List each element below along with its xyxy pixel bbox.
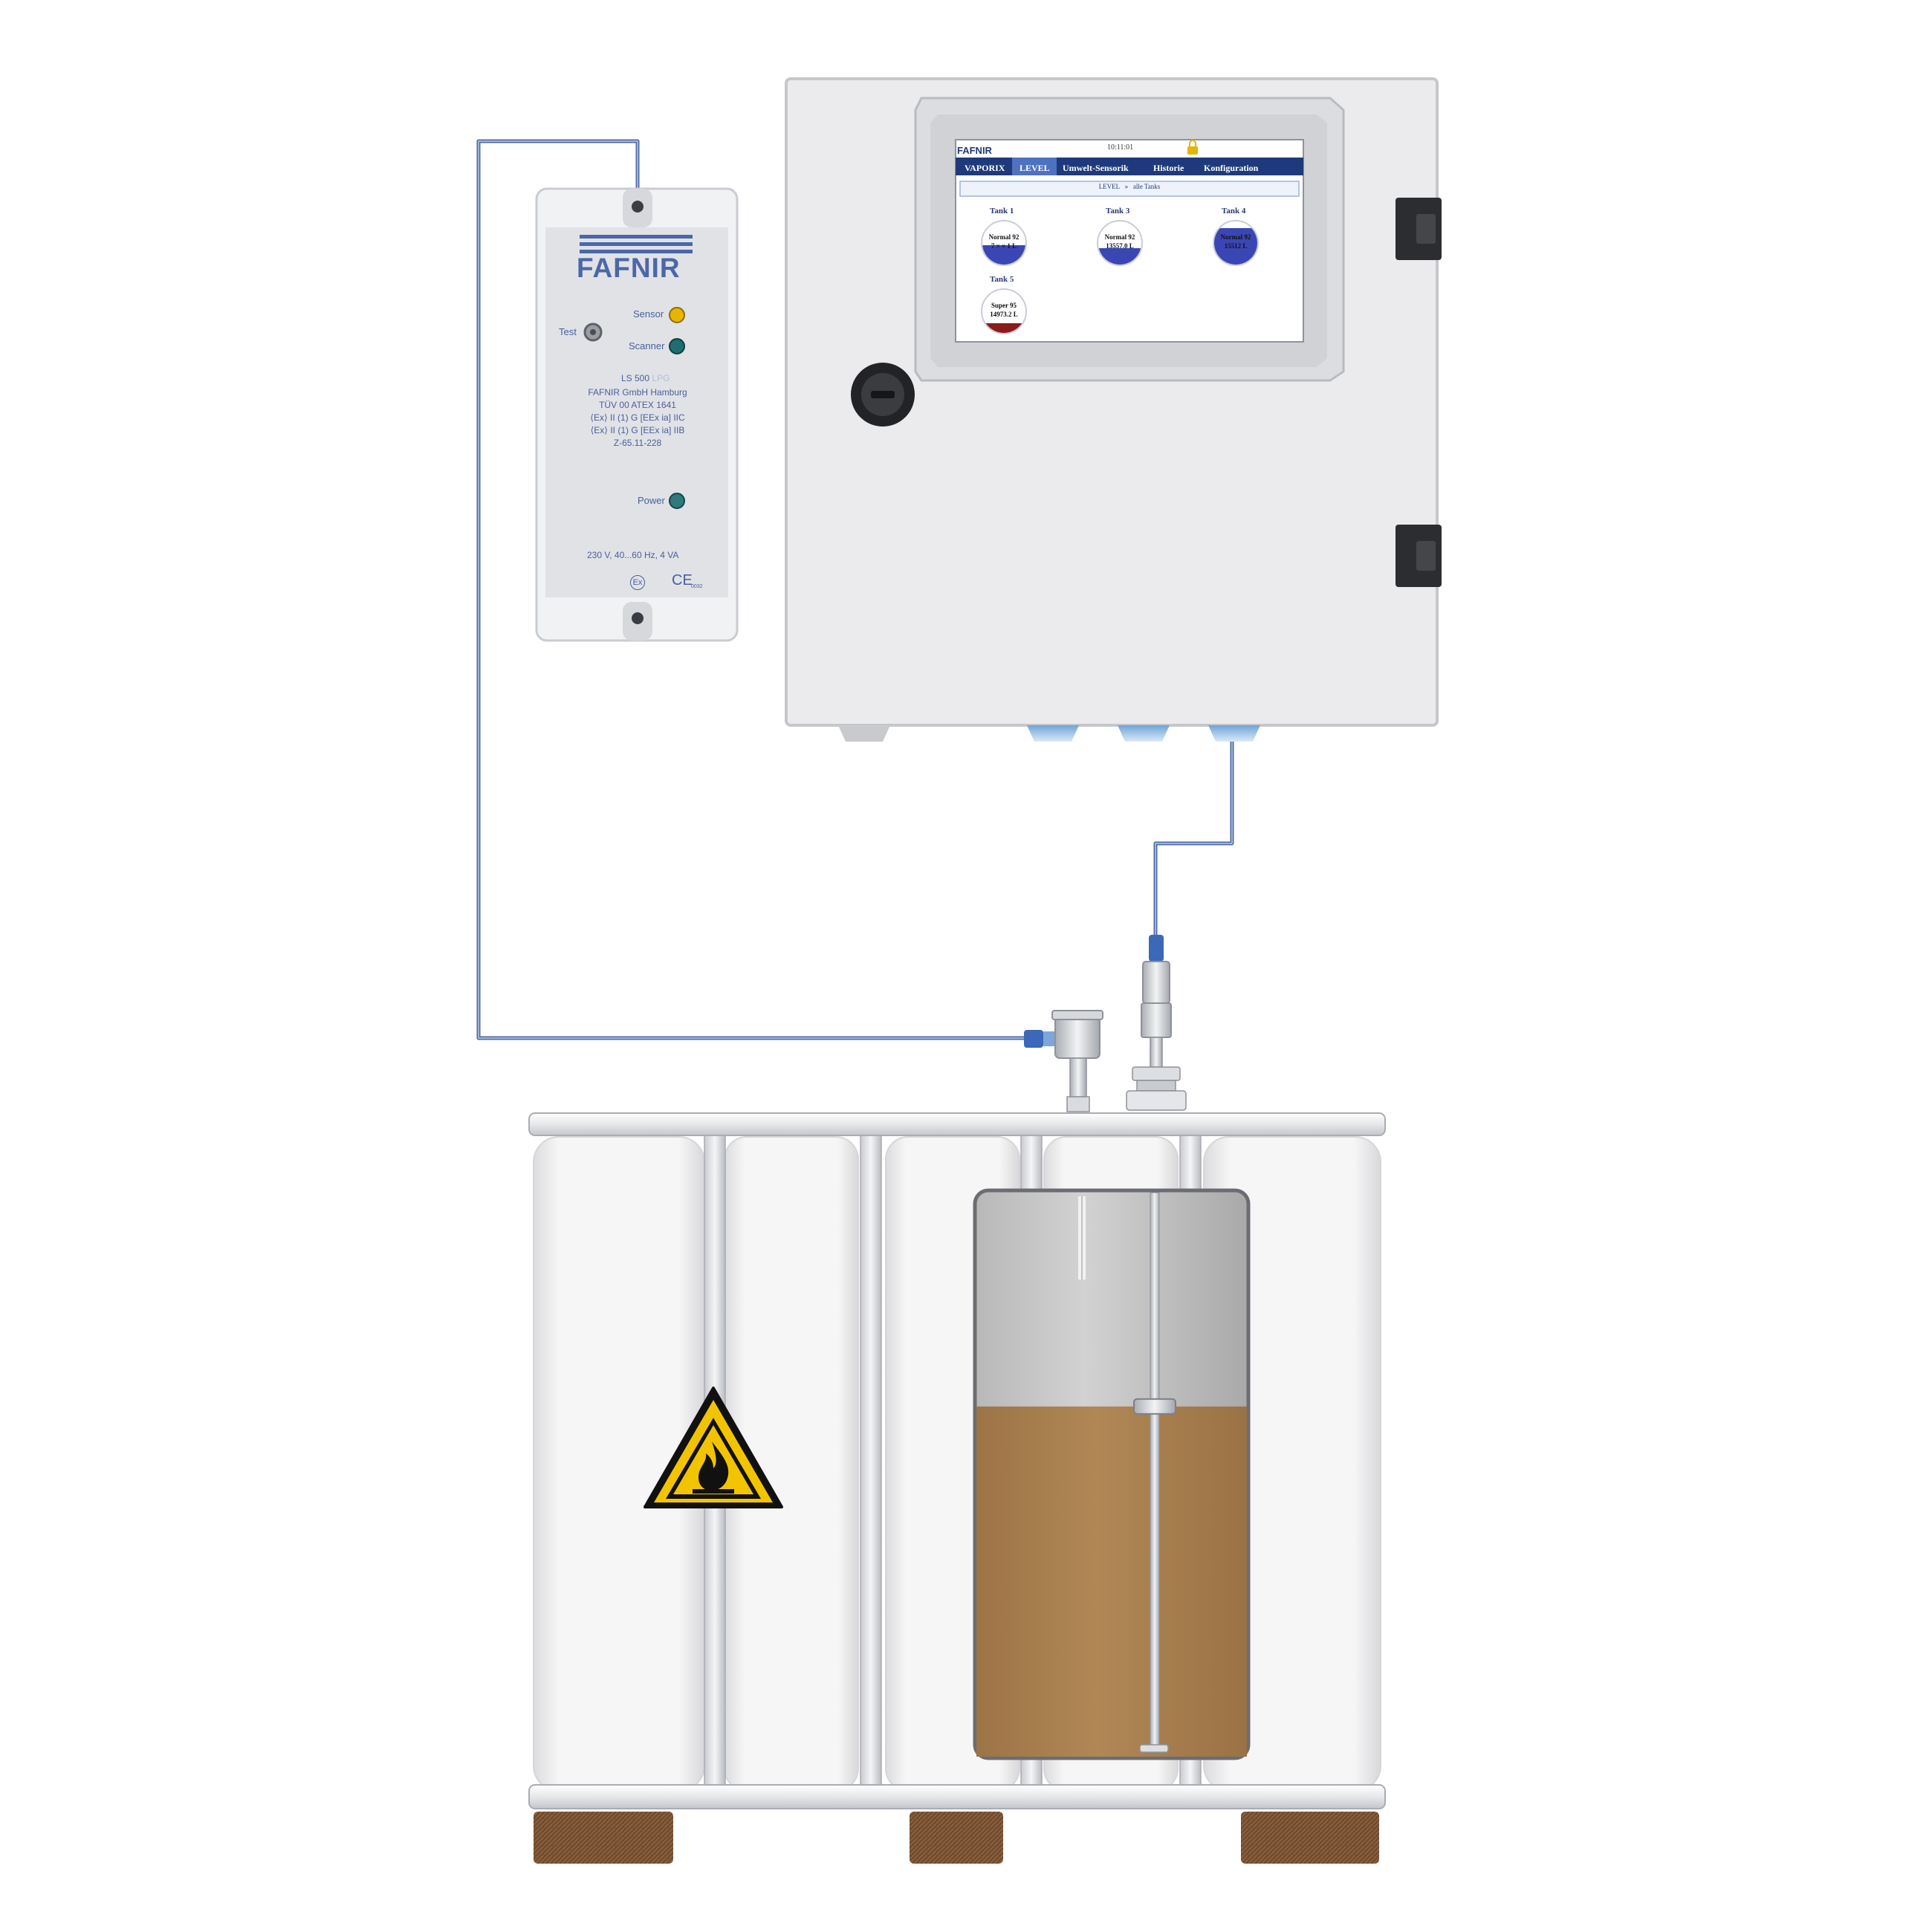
active-tab-highlight [1012, 158, 1057, 175]
sensor-led [669, 307, 685, 323]
tank-1-title: Tank 1 [990, 207, 1014, 215]
tank-3-volume: 13557.0 L [1106, 242, 1134, 250]
probe-float [1133, 1398, 1176, 1415]
tank-5-fill [982, 323, 1025, 333]
pallet-foot-right [1241, 1812, 1379, 1864]
flammable-warning-icon [644, 1387, 783, 1508]
info-line: ⟨Ex⟩ II (1) G [EEx ia] IIC [590, 412, 685, 423]
power-led [669, 493, 685, 509]
tab-level[interactable]: LEVEL [1020, 163, 1050, 173]
power-spec-label: 230 V, 40...60 Hz, 4 VA [587, 550, 679, 560]
tank-5-gauge[interactable]: Super 95 14973.2 L [981, 288, 1027, 334]
tank-5-volume: 14973.2 L [990, 311, 1018, 318]
tank-1-product: Normal 92 [988, 233, 1020, 241]
model-label: LS 500 LPG [621, 373, 670, 383]
tank-cutaway [973, 1188, 1251, 1760]
tank-3-fill [1098, 247, 1141, 265]
model-suffix: LPG [652, 373, 670, 383]
tab-umwelt-sensorik[interactable]: Umwelt-Sensorik [1063, 163, 1129, 173]
ce-mark: CE [672, 572, 693, 589]
bottom-screw-icon [632, 612, 644, 624]
cable-gland-grey [838, 725, 890, 742]
top-screw-icon [632, 201, 644, 213]
sensor-label: Sensor [633, 308, 664, 320]
info-line: TÜV 00 ATEX 1641 [599, 400, 676, 410]
tank-1-volume: 7 × × 1 L [991, 242, 1017, 250]
screen-logo: FAFNIR [957, 145, 992, 156]
product-liquid [976, 1406, 1247, 1757]
test-label: Test [559, 326, 577, 337]
barrier-unit [535, 187, 739, 642]
tank-1-gauge[interactable]: Normal 92 7 × × 1 L [981, 220, 1027, 266]
tab-vaporix[interactable]: VAPORIX [965, 163, 1005, 173]
ce-number: 0032 [691, 584, 703, 589]
cable-controller-to-probe [1153, 742, 1234, 959]
barrier-brand-logo: FAFNIR [577, 253, 681, 283]
tank-1-fill [982, 244, 1025, 265]
tab-konfiguration[interactable]: Konfiguration [1204, 163, 1259, 173]
probe-foot [1139, 1744, 1169, 1753]
power-label: Power [638, 495, 665, 506]
level-probe-head [1126, 935, 1187, 1111]
barrier-info-block: FAFNIR GmbH Hamburg TÜV 00 ATEX 1641 ⟨Ex… [565, 386, 710, 450]
cable-gland-2 [1118, 725, 1170, 742]
info-line: Z-65.11-228 [613, 438, 662, 448]
tank-4-title: Tank 4 [1222, 207, 1246, 215]
tank-3-gauge[interactable]: Normal 92 13557.0 L [1097, 220, 1143, 266]
pallet-foot-center [910, 1812, 1003, 1864]
info-line: FAFNIR GmbH Hamburg [588, 387, 687, 398]
scanner-label: Scanner [629, 340, 665, 351]
tank-4-fill [1214, 227, 1257, 265]
screen-time: 10:11:01 [1107, 143, 1134, 152]
cable-gland-1 [1027, 725, 1079, 742]
model-name: LS 500 [621, 373, 650, 383]
scanner-led [669, 338, 685, 354]
tank-4-volume: 15512 L [1224, 242, 1248, 250]
sensor-fitting-left [1024, 1010, 1103, 1112]
pallet-foot-left [534, 1812, 673, 1864]
tank-5-title: Tank 5 [990, 275, 1014, 284]
fafnir-logo-stripes [580, 235, 693, 253]
ex-mark-icon: Ex [630, 575, 645, 590]
probe-rod [1150, 1192, 1160, 1749]
tank-5-product: Super 95 [991, 302, 1017, 309]
tank-3-product: Normal 92 [1104, 233, 1135, 241]
info-line: ⟨Ex⟩ II (1) G [EEx ia] IIB [590, 425, 685, 435]
screen-breadcrumb: LEVEL » alle Tanks [1098, 183, 1161, 190]
cable-barrier-to-sensor [476, 139, 1029, 1040]
tab-historie[interactable]: Historie [1153, 163, 1184, 173]
tank-4-product: Normal 92 [1220, 233, 1251, 241]
tank-4-gauge[interactable]: Normal 92 15512 L [1213, 220, 1259, 266]
cable-gland-3 [1208, 725, 1260, 742]
screen-breadcrumb-bar [959, 181, 1300, 197]
tank-3-title: Tank 3 [1106, 207, 1130, 215]
screen-lock-icon[interactable] [1187, 140, 1198, 155]
